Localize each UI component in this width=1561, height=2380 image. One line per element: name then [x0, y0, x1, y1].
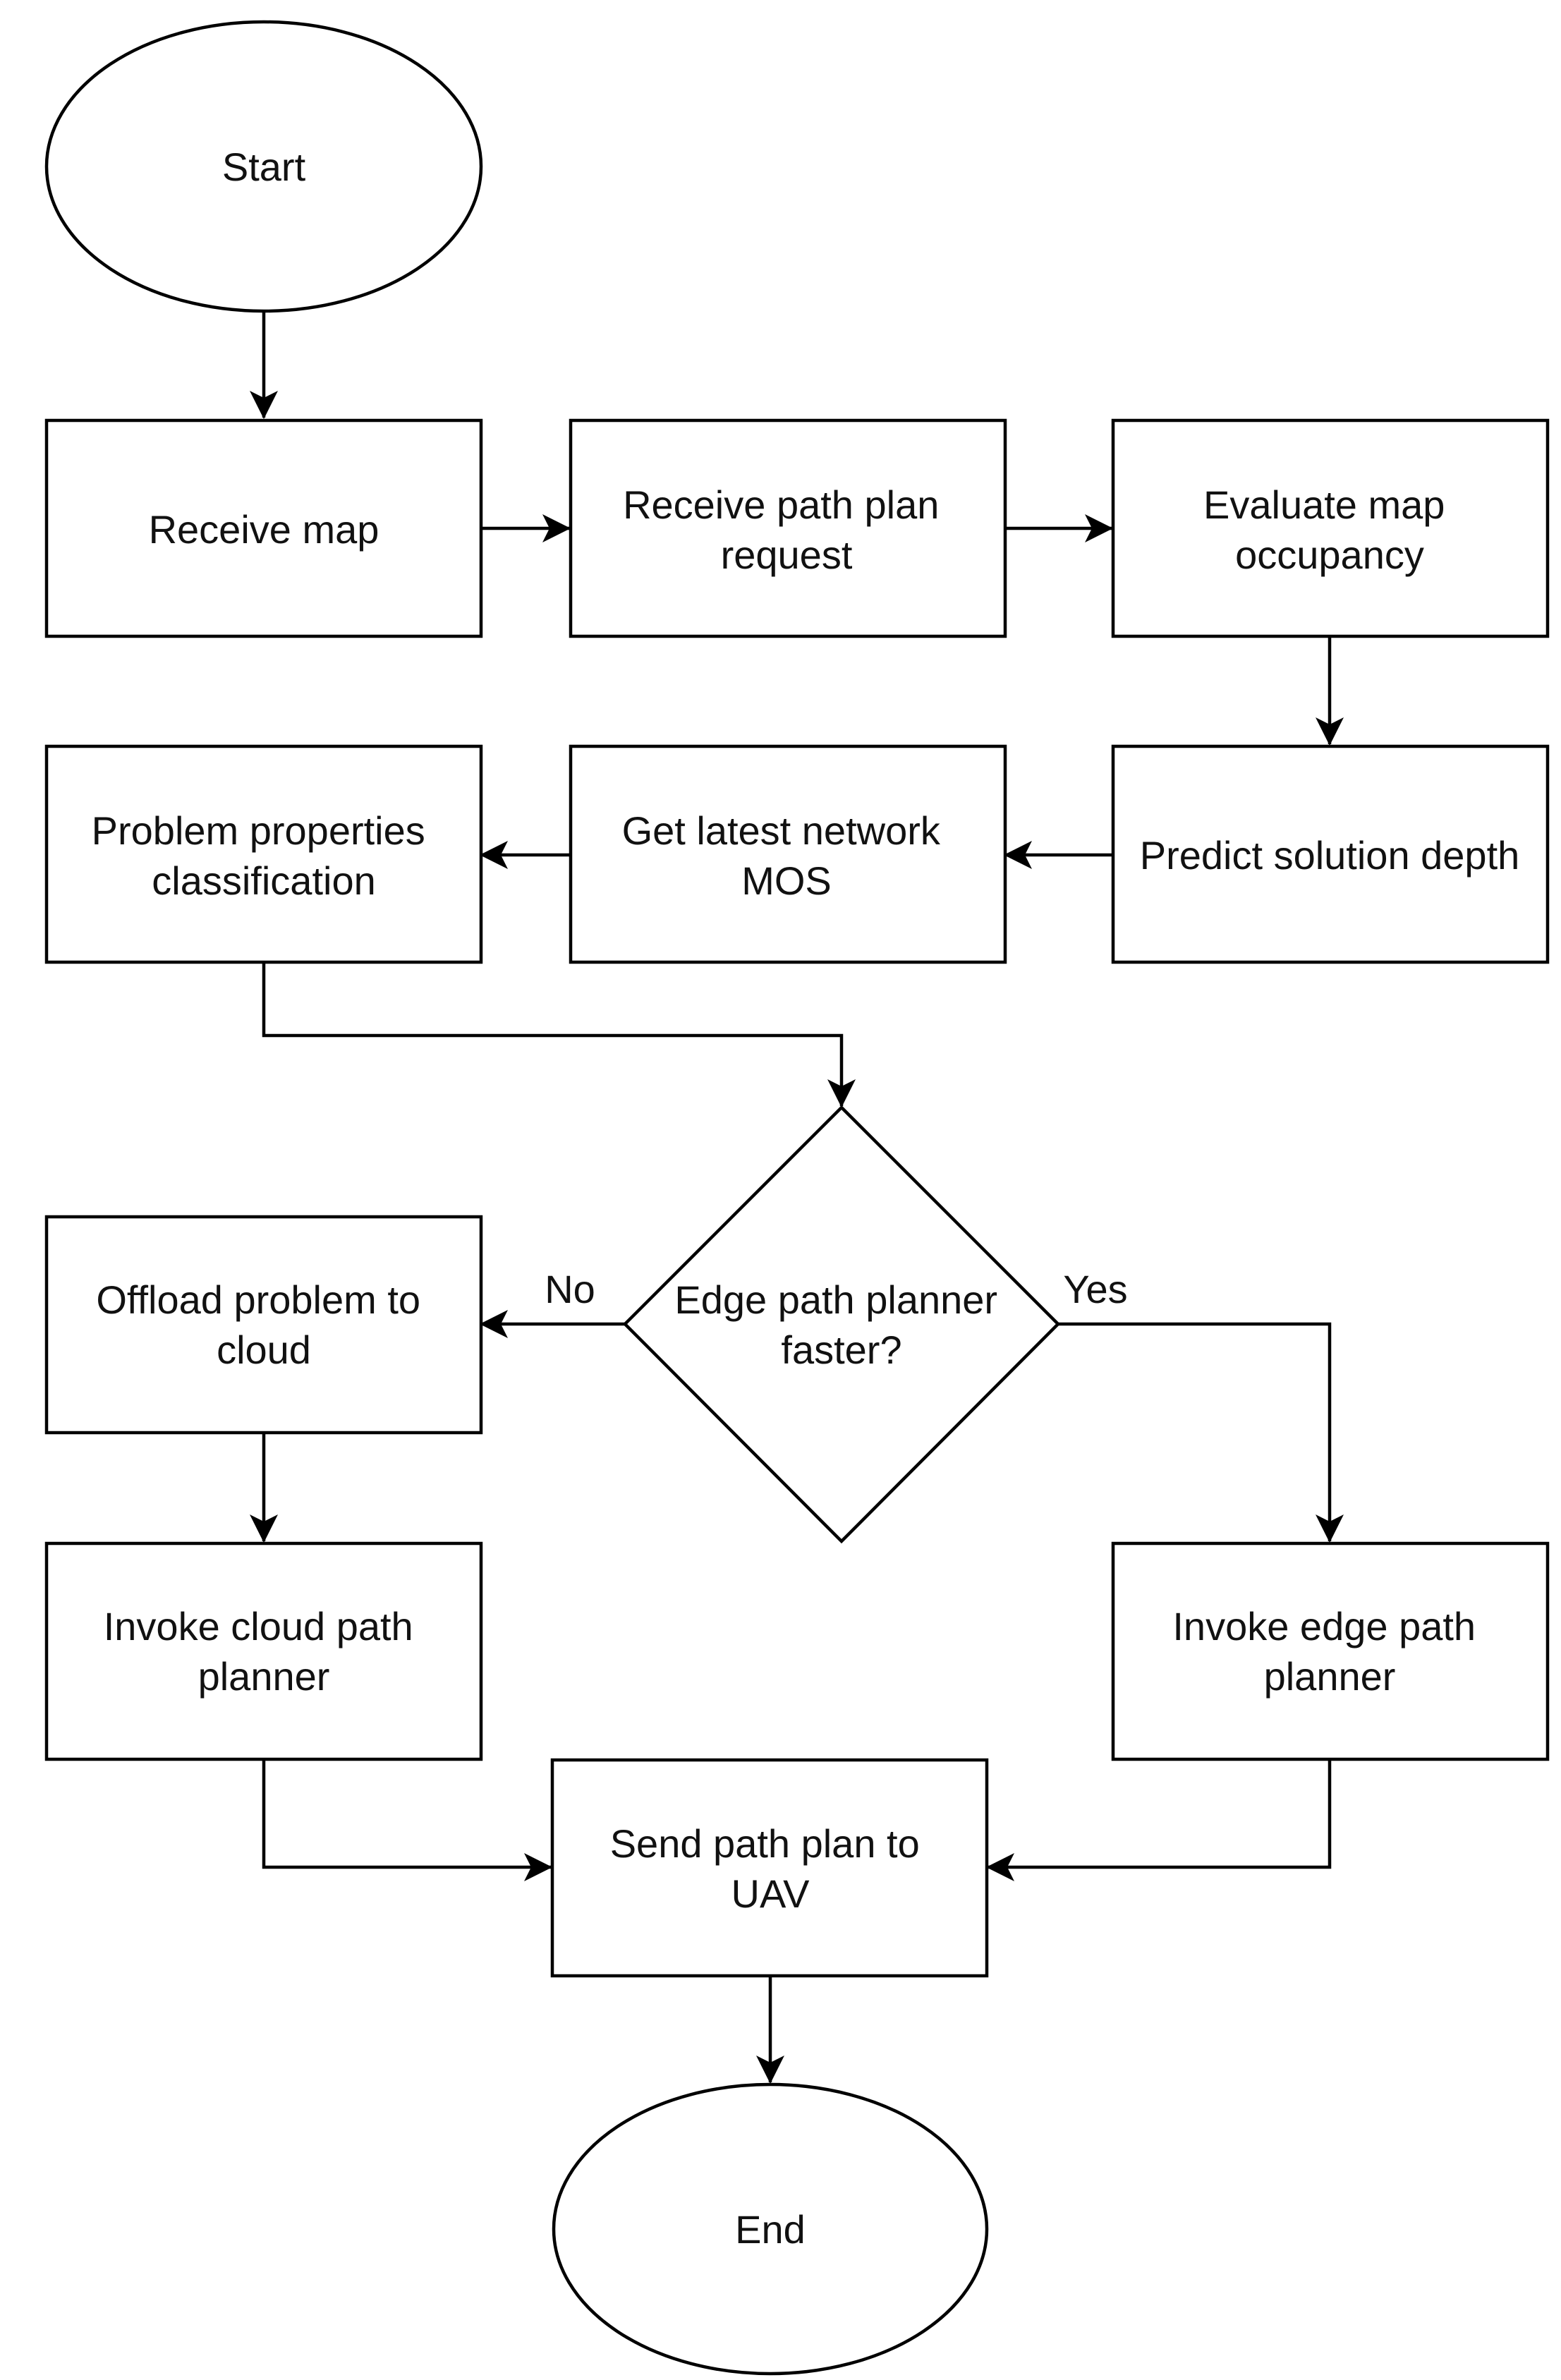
decision-node: Edge path planner faster? [622, 1105, 1061, 1544]
invoke-edge-label: Invoke edge path planner [1172, 1604, 1486, 1699]
start-node-label: Start [222, 145, 306, 189]
invoke-cloud-node: Invoke cloud path planner [44, 1541, 483, 1761]
evaluate-occupancy-node: Evaluate map occupancy [1111, 418, 1550, 638]
edge-label-no: No [545, 1267, 595, 1311]
receive-map-label: Receive map [149, 507, 379, 552]
edge-invoke-edge-to-send-plan [986, 1760, 1332, 1881]
classification-label: Problem properties classification [92, 808, 437, 903]
edge-label-yes: Yes [1063, 1267, 1127, 1311]
offload-label: Offload problem to cloud [96, 1277, 431, 1372]
invoke-cloud-label: Invoke cloud path planner [104, 1604, 425, 1699]
edges [250, 311, 1344, 2084]
predict-depth-node: Predict solution depth [1111, 744, 1550, 964]
predict-depth-label: Predict solution depth [1140, 833, 1520, 878]
offload-node: Offload problem to cloud [44, 1215, 483, 1435]
start-node: Start [44, 20, 483, 313]
send-plan-node: Send path plan to UAV [550, 1758, 989, 1978]
invoke-edge-node: Invoke edge path planner [1111, 1541, 1550, 1761]
decision-label: Edge path planner faster? [674, 1277, 1008, 1372]
receive-request-node: Receive path plan request [569, 418, 1007, 638]
end-node: End [552, 2082, 989, 2376]
edge-decision-yes-to-invoke-edge [1058, 1322, 1344, 1543]
receive-request-label: Receive path plan request [623, 482, 950, 577]
send-plan-label: Send path plan to UAV [610, 1821, 931, 1916]
get-mos-node: Get latest network MOS [569, 744, 1007, 964]
end-node-label: End [735, 2207, 806, 2252]
edge-invoke-cloud-to-send-plan [262, 1760, 552, 1881]
get-mos-label: Get latest network MOS [622, 808, 952, 903]
edge-classification-to-decision [262, 963, 856, 1107]
receive-map-node: Receive map [44, 418, 483, 638]
classification-node: Problem properties classification [44, 744, 483, 964]
evaluate-occupancy-label: Evaluate map occupancy [1203, 482, 1456, 577]
